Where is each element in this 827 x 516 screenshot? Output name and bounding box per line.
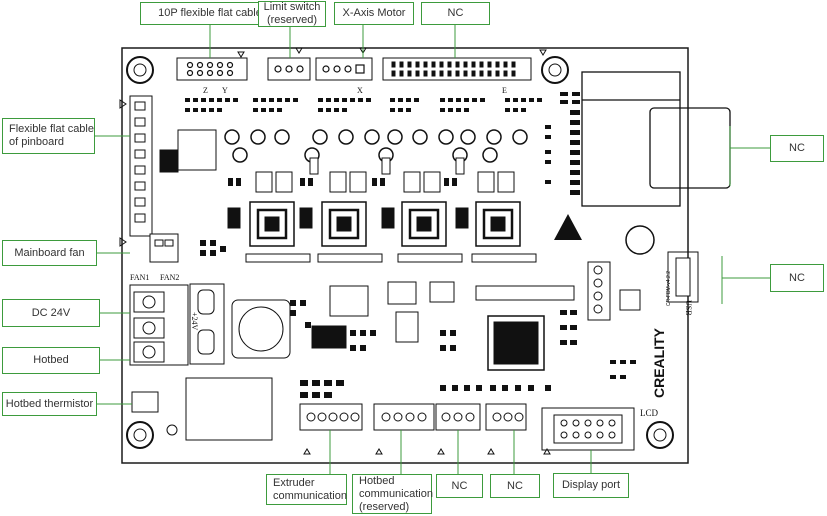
top-connectors [176,57,532,81]
callout-hotbed-thermistor: Hotbed thermistor [2,392,97,416]
silk-usb: USB [684,300,693,316]
board-model: CR-FDM-v4.2.2 [666,271,672,306]
callout-nc-bottom-2: NC [490,474,540,498]
esd-warning-icon [554,214,582,240]
callout-nc-right-top: NC [770,135,824,162]
brand-logo: CREALITY [651,327,667,398]
edge-arrows [119,47,551,455]
callout-limit-switch: Limit switch (reserved) [258,1,326,27]
callout-display-port: Display port [553,473,629,498]
callout-ffc-pinboard: Flexible flat cable of pinboard [2,118,95,154]
silk-fan1: FAN1 [130,273,149,282]
callout-nc-bottom-1: NC [436,474,483,498]
silk-24v: +24V [190,312,199,331]
header-strips [245,253,575,301]
callout-nc-top: NC [421,2,490,25]
callout-extruder-comm: Extruder communication [266,474,347,505]
silk-axis-x: X [357,86,363,95]
callout-mainboard-fan: Mainboard fan [2,240,97,266]
callout-nc-right-mid: NC [770,264,824,292]
callout-ffc-10p: 10P flexible flat cable [140,2,280,25]
sd-card-slot [581,71,731,207]
leader-lines [95,25,770,474]
silk-axis-z: Z [203,86,208,95]
callout-dc-24v: DC 24V [2,299,100,327]
smd-components [185,92,636,398]
power-section [129,129,291,441]
mounting-holes [126,56,674,449]
callout-hotbed: Hotbed [2,347,100,374]
silk-axis-e: E [502,86,507,95]
bottom-connectors [299,403,635,451]
stepper-drivers [227,201,521,247]
left-edge-connector [129,95,153,237]
silk-axis-y: Y [222,86,228,95]
silk-lcd: LCD [640,408,659,418]
mosfet-row [255,157,515,193]
callout-hotbed-comm: Hotbed communication (reserved) [352,474,433,514]
middle-ics [311,251,699,371]
capacitor-row [224,129,528,163]
silk-fan2: FAN2 [160,273,179,282]
callout-x-axis-motor: X-Axis Motor [334,2,414,25]
